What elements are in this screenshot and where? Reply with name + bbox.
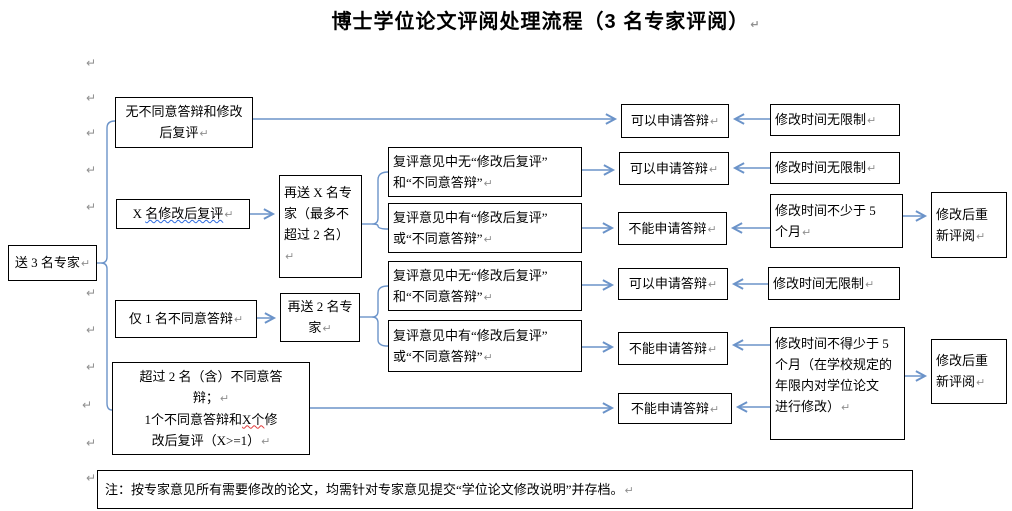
paragraph-mark: ↵ — [86, 91, 97, 105]
node-time-unlimited-1[interactable]: 修改时间无限制↵ — [770, 104, 900, 136]
node-cannot-apply-defense-3[interactable]: 不能申请答辩↵ — [618, 393, 732, 424]
node-can-apply-defense-2[interactable]: 可以申请答辩↵ — [619, 152, 729, 185]
return-mark: ↵ — [976, 376, 986, 389]
node-text: 复评意见中无“修改后复评” 和“不同意答辩” — [393, 153, 548, 190]
return-mark: ↵ — [219, 391, 230, 405]
node-can-apply-defense-3[interactable]: 可以申请答辩↵ — [618, 268, 728, 300]
node-no-disagree-no-rereview[interactable]: 无不同意答辩和修改 后复评↵ — [115, 97, 253, 148]
node-text: 修 改后复评（X>=1） — [151, 411, 278, 448]
return-mark: ↵ — [261, 434, 271, 448]
page-title: 博士学位论文评阅处理流程（3 名专家评阅）↵ — [90, 5, 1002, 34]
node-text: 再送 X 名专 家（最多不 超过 2 名） — [284, 185, 352, 242]
main-bracket — [100, 120, 116, 411]
paragraph-mark: ↵ — [86, 200, 97, 214]
node-text: 修改时间不少于 5 个月 — [775, 202, 876, 239]
node-rereview-has-2[interactable]: 复评意见中有“修改后复评” 或“不同意答辩”↵ — [388, 320, 582, 372]
return-mark: ↵ — [199, 127, 209, 140]
bracket-m1 — [371, 171, 389, 230]
page-title-text: 博士学位论文评阅处理流程（3 名专家评阅） — [331, 11, 750, 33]
node-resend-2-experts[interactable]: 再送 2 名专 家↵ — [280, 293, 360, 342]
node-x-revise-rereview[interactable]: X 名修改后复评↵ — [116, 199, 250, 229]
node-time-min-5-months[interactable]: 修改时间不少于 5 个月↵ — [770, 194, 903, 248]
bracket-m2 — [371, 285, 389, 347]
node-rereview-after-revision-2[interactable]: 修改后重 新评阅↵ — [931, 339, 1007, 404]
node-text: 可以申请答辩 — [629, 160, 708, 176]
return-mark: ↵ — [867, 114, 877, 127]
node-text: 修改时间不得少于 5 个月（在学校规定的 年限内对学位论文 进行修改） — [775, 336, 893, 414]
node-text: 可以申请答辩 — [628, 276, 707, 291]
node-text: 超过 2 名（含）不同意答 辩； — [139, 368, 283, 405]
paragraph-mark: ↵ — [86, 163, 97, 177]
node-text: 修改时间无限制 — [773, 275, 865, 291]
return-mark: ↵ — [322, 322, 332, 335]
return-mark: ↵ — [707, 278, 718, 291]
node-text-wavy: X个 — [242, 411, 265, 427]
paragraph-mark: ↵ — [86, 56, 97, 70]
node-text: 不能申请答辩 — [630, 400, 709, 416]
return-mark: ↵ — [708, 162, 719, 176]
return-mark: ↵ — [841, 401, 851, 414]
node-time-unlimited-2[interactable]: 修改时间无限制↵ — [770, 152, 900, 184]
node-time-min-5-months-school[interactable]: 修改时间不得少于 5 个月（在学校规定的 年限内对学位论文 进行修改）↵ — [770, 327, 905, 440]
return-mark: ↵ — [865, 277, 875, 291]
node-text: 修改后重 新评阅 — [936, 353, 989, 389]
node-text: 复评意见中无“修改后复评” 和“不同意答辩” — [393, 267, 548, 304]
return-mark: ↵ — [976, 229, 986, 243]
node-text: 修改时间无限制 — [775, 160, 867, 175]
paragraph-mark: ↵ — [86, 471, 97, 485]
paragraph-mark: ↵ — [86, 323, 97, 337]
node-resend-x-experts[interactable]: 再送 X 名专 家（最多不 超过 2 名） ↵ — [279, 175, 362, 278]
node-text: 复评意见中有“修改后复评” 或“不同意答辩” — [393, 327, 548, 364]
node-text: 修改后重 新评阅 — [936, 206, 989, 243]
return-mark: ↵ — [709, 402, 720, 416]
node-text: 不能申请答辩 — [628, 340, 707, 356]
node-rereview-after-revision-1[interactable]: 修改后重 新评阅↵ — [931, 192, 1007, 258]
return-mark: ↵ — [224, 208, 234, 221]
return-mark: ↵ — [707, 222, 717, 236]
return-mark: ↵ — [80, 257, 91, 270]
node-text: 不能申请答辩 — [628, 220, 707, 236]
node-text: 可以申请答辩 — [630, 113, 709, 128]
note-box[interactable]: 注：按专家意见所有需要修改的论文，均需针对专家意见提交“学位论文修改说明”并存档… — [97, 470, 913, 509]
return-mark: ↵ — [707, 342, 718, 356]
node-cannot-apply-defense-2[interactable]: 不能申请答辩↵ — [618, 332, 728, 365]
return-mark: ↵ — [802, 225, 812, 239]
node-rereview-none-2[interactable]: 复评意见中无“修改后复评” 和“不同意答辩”↵ — [388, 261, 582, 311]
return-mark: ↵ — [483, 290, 493, 304]
node-rereview-has-1[interactable]: 复评意见中有“修改后复评” 或“不同意答辩”↵ — [388, 203, 582, 253]
node-only-1-disagree[interactable]: 仅 1 名不同意答辩↵ — [115, 300, 257, 338]
return-mark: ↵ — [233, 313, 244, 326]
return-mark: ↵ — [483, 232, 493, 246]
paragraph-mark: ↵ — [86, 126, 97, 140]
node-text: 1个不同意答辩和 — [144, 411, 243, 427]
note-text: 注：按专家意见所有需要修改的论文，均需针对专家意见提交“学位论文修改说明”并存档… — [105, 481, 624, 497]
return-mark: ↵ — [867, 162, 877, 175]
paragraph-mark: ↵ — [86, 360, 97, 374]
return-mark: ↵ — [709, 115, 720, 128]
node-send-3-experts[interactable]: 送 3 名专家↵ — [8, 245, 97, 281]
paragraph-mark: ↵ — [750, 18, 761, 31]
node-2-or-more-disagree[interactable]: 超过 2 名（含）不同意答 辩；↵1个不同意答辩和X个修 改后复评（X>=1）↵ — [112, 362, 310, 455]
node-text: 送 3 名专家 — [14, 255, 80, 270]
paragraph-mark: ↵ — [86, 436, 97, 450]
return-mark: ↵ — [285, 250, 295, 263]
node-text: 仅 1 名不同意答辩 — [128, 311, 233, 326]
node-text: 复评意见中有“修改后复评” 或“不同意答辩” — [393, 209, 548, 246]
node-can-apply-defense-1[interactable]: 可以申请答辩↵ — [621, 104, 729, 138]
node-text-wavy: 名修改后复评 — [145, 206, 224, 221]
node-text: X — [132, 206, 146, 221]
node-cannot-apply-defense-1[interactable]: 不能申请答辩↵ — [618, 212, 727, 245]
node-text: 修改时间无限制 — [775, 112, 867, 127]
return-mark: ↵ — [483, 176, 493, 190]
return-mark: ↵ — [483, 350, 493, 364]
node-time-unlimited-3[interactable]: 修改时间无限制↵ — [768, 267, 900, 300]
paragraph-mark: ↵ — [82, 398, 93, 412]
return-mark: ↵ — [624, 483, 634, 497]
node-text: 无不同意答辩和修改 后复评 — [125, 104, 243, 140]
paragraph-mark: ↵ — [86, 286, 97, 300]
node-text: 再送 2 名专 家 — [287, 299, 353, 335]
node-rereview-none-1[interactable]: 复评意见中无“修改后复评” 和“不同意答辩”↵ — [388, 147, 582, 197]
